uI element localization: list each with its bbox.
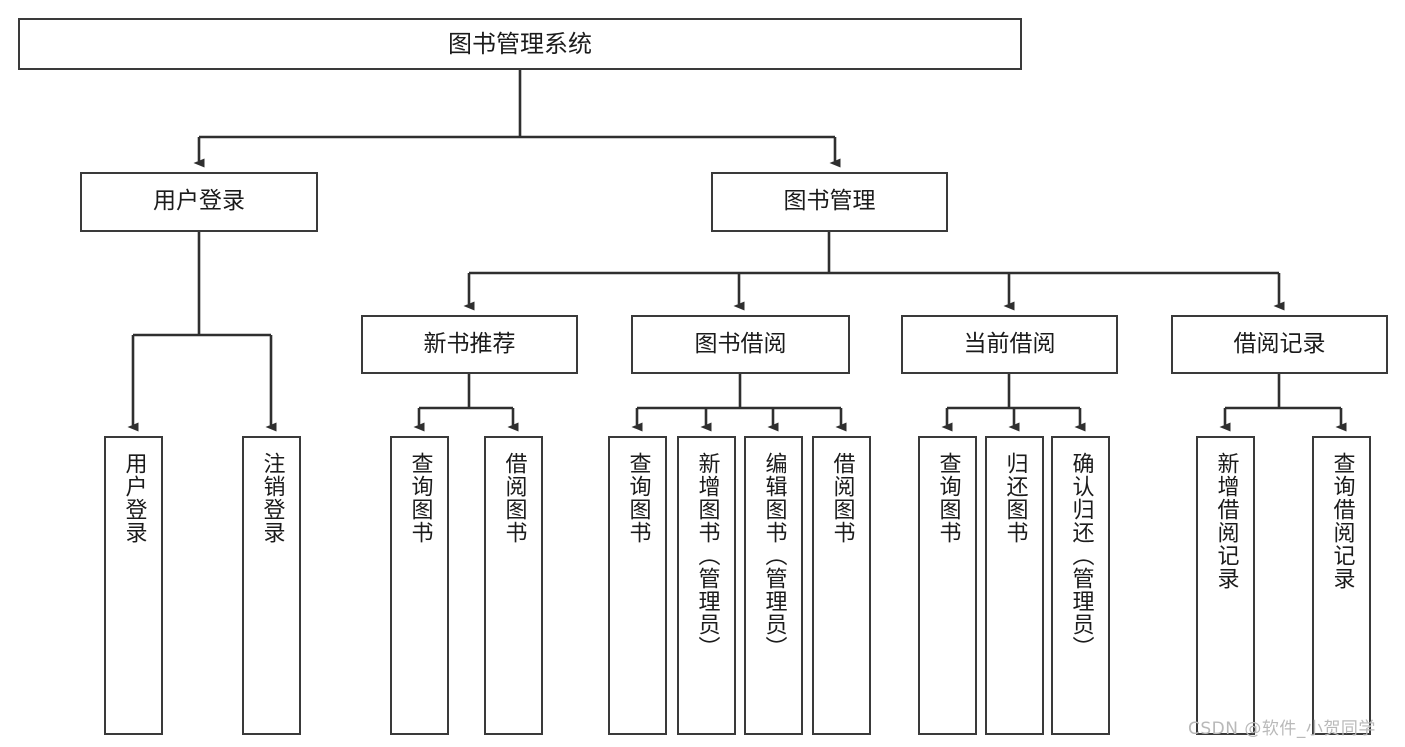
leaf-user-login-signin[interactable]: 用户登录 <box>104 436 163 735</box>
node-current-borrow[interactable]: 当前借阅 <box>901 315 1118 374</box>
node-label: 当前借阅 <box>963 330 1056 357</box>
node-label: 借阅图书 <box>829 452 855 544</box>
node-borrow-record[interactable]: 借阅记录 <box>1171 315 1388 374</box>
node-label: 编辑图书（管理员） <box>761 452 787 659</box>
node-label: 用户登录 <box>153 188 245 215</box>
leaf-book-borrow-edit[interactable]: 编辑图书（管理员） <box>744 436 803 735</box>
leaf-borrow-record-add[interactable]: 新增借阅记录 <box>1196 436 1255 735</box>
node-label: 查询图书 <box>935 452 961 544</box>
node-user-login[interactable]: 用户登录 <box>80 172 318 232</box>
node-book-management[interactable]: 图书管理 <box>711 172 948 232</box>
node-label: 确认归还（管理员） <box>1068 452 1094 659</box>
node-label: 归还图书 <box>1002 452 1028 544</box>
node-label: 图书管理系统 <box>448 29 592 58</box>
leaf-new-book-borrow[interactable]: 借阅图书 <box>484 436 543 735</box>
node-book-borrow[interactable]: 图书借阅 <box>631 315 850 374</box>
node-label: 借阅记录 <box>1233 330 1326 357</box>
node-label: 新书推荐 <box>423 330 516 357</box>
node-label: 查询借阅记录 <box>1329 452 1355 590</box>
node-root-system[interactable]: 图书管理系统 <box>18 18 1022 70</box>
leaf-new-book-query[interactable]: 查询图书 <box>390 436 449 735</box>
node-label: 用户登录 <box>121 452 147 544</box>
node-label: 图书借阅 <box>694 330 787 357</box>
node-new-book-recommend[interactable]: 新书推荐 <box>361 315 578 374</box>
node-label: 借阅图书 <box>501 452 527 544</box>
leaf-book-borrow-lend[interactable]: 借阅图书 <box>812 436 871 735</box>
leaf-current-borrow-confirm-return[interactable]: 确认归还（管理员） <box>1051 436 1110 735</box>
leaf-book-borrow-add[interactable]: 新增图书（管理员） <box>677 436 736 735</box>
node-label: 查询图书 <box>625 452 651 544</box>
csdn-watermark: CSDN @软件_小贺同学 <box>1188 719 1376 739</box>
leaf-book-borrow-query[interactable]: 查询图书 <box>608 436 667 735</box>
node-label: 注销登录 <box>259 452 285 544</box>
node-label: 新增图书（管理员） <box>694 452 720 659</box>
node-label: 图书管理 <box>783 188 876 215</box>
leaf-current-borrow-query[interactable]: 查询图书 <box>918 436 977 735</box>
leaf-user-login-signout[interactable]: 注销登录 <box>242 436 301 735</box>
leaf-current-borrow-return[interactable]: 归还图书 <box>985 436 1044 735</box>
node-label: 查询图书 <box>407 452 433 544</box>
node-label: 新增借阅记录 <box>1213 452 1239 590</box>
leaf-borrow-record-query[interactable]: 查询借阅记录 <box>1312 436 1371 735</box>
